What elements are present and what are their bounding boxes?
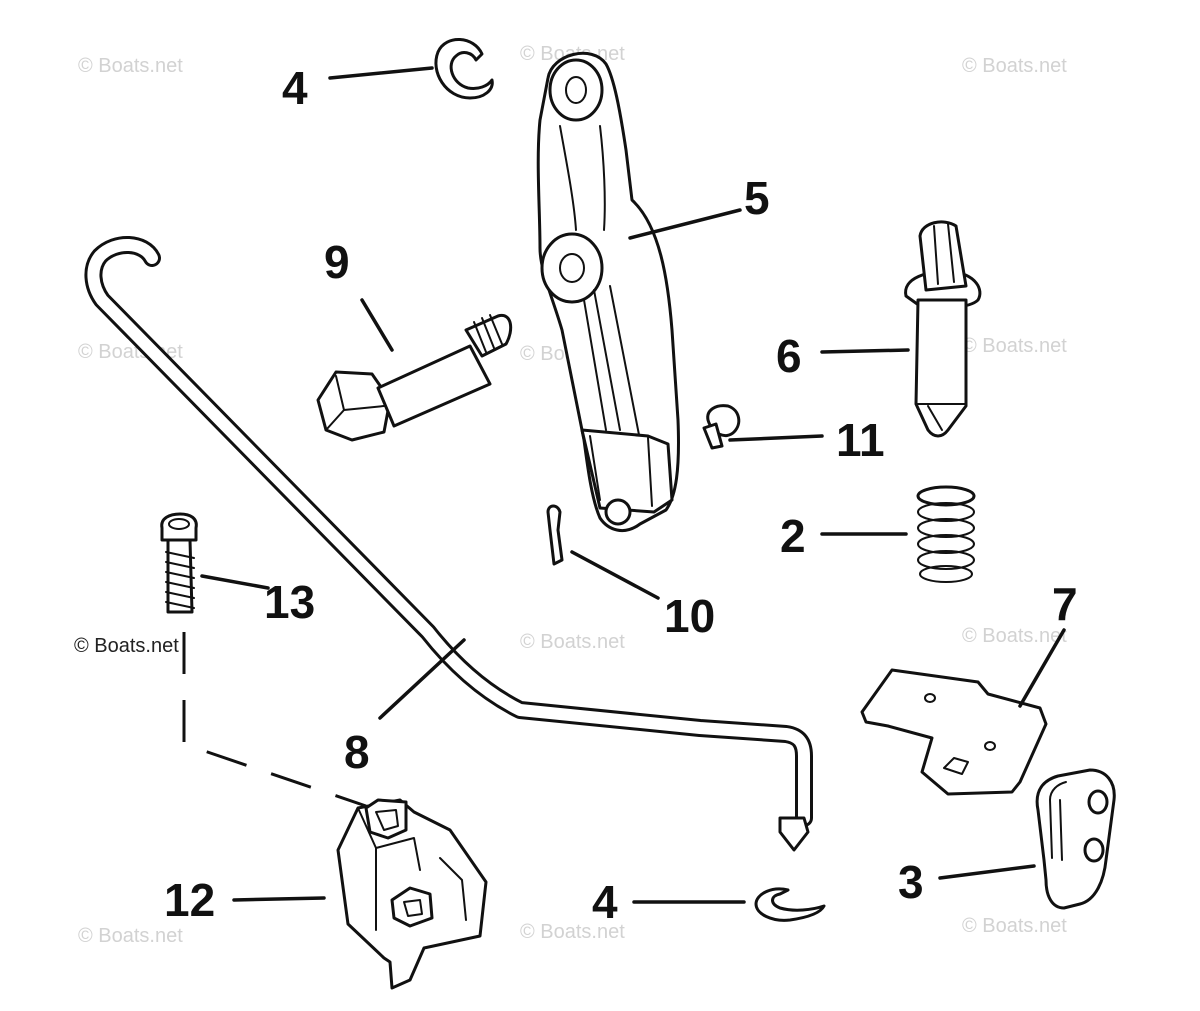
callout-7: 7 (1052, 578, 1078, 630)
link-rod (84, 235, 813, 852)
callout-13: 13 (264, 576, 315, 628)
bracket-plate (860, 668, 1048, 796)
watermark: © Boats.net (520, 631, 625, 653)
compression-spring (916, 485, 976, 583)
plastic-rivet (904, 220, 982, 438)
callout-11: 11 (836, 414, 885, 466)
watermark: © Boats.net (78, 925, 183, 947)
callout-2: 2 (780, 510, 806, 562)
small-screw (702, 404, 741, 450)
callouts: 4 5 9 6 11 2 13 10 7 8 3 12 4 (164, 62, 1078, 928)
watermark: © Boats.net (78, 55, 183, 77)
callout-9: 9 (324, 236, 350, 288)
leader-lines (182, 66, 1066, 904)
callout-5: 5 (744, 172, 770, 224)
gasket-block (1035, 768, 1116, 910)
watermarks: © Boats.net © Boats.net © Boats.net © Bo… (74, 43, 1067, 947)
cotter-pin (546, 504, 564, 566)
callout-4-top: 4 (282, 62, 308, 114)
e-clip-bottom (754, 887, 826, 922)
throttle-lever (536, 51, 680, 533)
watermark: © Boats.net (520, 921, 625, 943)
callout-4-bottom: 4 (592, 876, 618, 928)
callout-3: 3 (898, 856, 924, 908)
e-clip-top (434, 38, 494, 100)
watermark: © Boats.net (962, 55, 1067, 77)
watermark: © Boats.net (74, 635, 179, 657)
callout-8: 8 (344, 726, 370, 778)
callout-12: 12 (164, 874, 215, 926)
callout-10: 10 (664, 590, 715, 642)
hex-screw (160, 512, 198, 614)
shoulder-bolt (316, 313, 513, 442)
watermark: © Boats.net (962, 915, 1067, 937)
watermark: © Boats.net (962, 335, 1067, 357)
callout-6: 6 (776, 330, 802, 382)
cable-clamp (336, 798, 488, 990)
watermark: © Boats.net (962, 625, 1067, 647)
